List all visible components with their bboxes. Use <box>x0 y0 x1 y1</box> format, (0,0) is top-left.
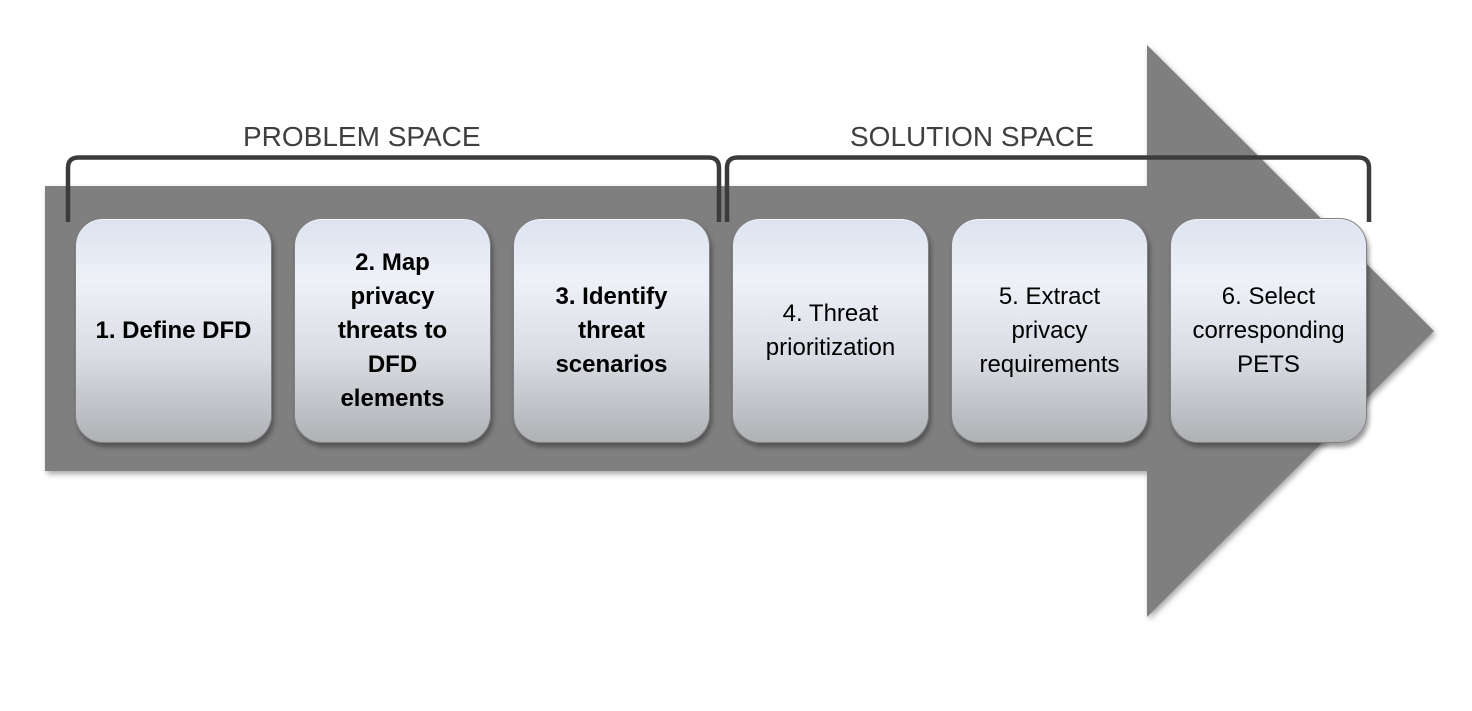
step-label-1: 1. Define DFD <box>95 316 252 344</box>
step-label-2: 2. Map privacy threats to DFD elements <box>337 248 448 412</box>
step-label-6: 6. Select corresponding PETS <box>1192 282 1345 378</box>
step-box-2: 2. Map privacy threats to DFD elements <box>294 218 491 443</box>
step-label-3: 3. Identify threat scenarios <box>555 282 668 378</box>
step-label-4: 4. Threat prioritization <box>765 299 896 361</box>
step-box-1: 1. Define DFD <box>75 218 272 443</box>
solution-space-label: SOLUTION SPACE <box>850 121 1094 152</box>
step-box-5: 5. Extract privacy requirements <box>951 218 1148 443</box>
step-box-3: 3. Identify threat scenarios <box>513 218 710 443</box>
solution-space-bracket <box>724 155 1372 222</box>
step-box-4: 4. Threat prioritization <box>732 218 929 443</box>
step-label-5: 5. Extract privacy requirements <box>979 282 1120 378</box>
problem-space-bracket <box>65 155 722 222</box>
step-box-6: 6. Select corresponding PETS <box>1170 218 1367 443</box>
problem-space-label: PROBLEM SPACE <box>243 121 481 152</box>
steps-row: 1. Define DFD 2. Map privacy threats to … <box>75 218 1367 443</box>
